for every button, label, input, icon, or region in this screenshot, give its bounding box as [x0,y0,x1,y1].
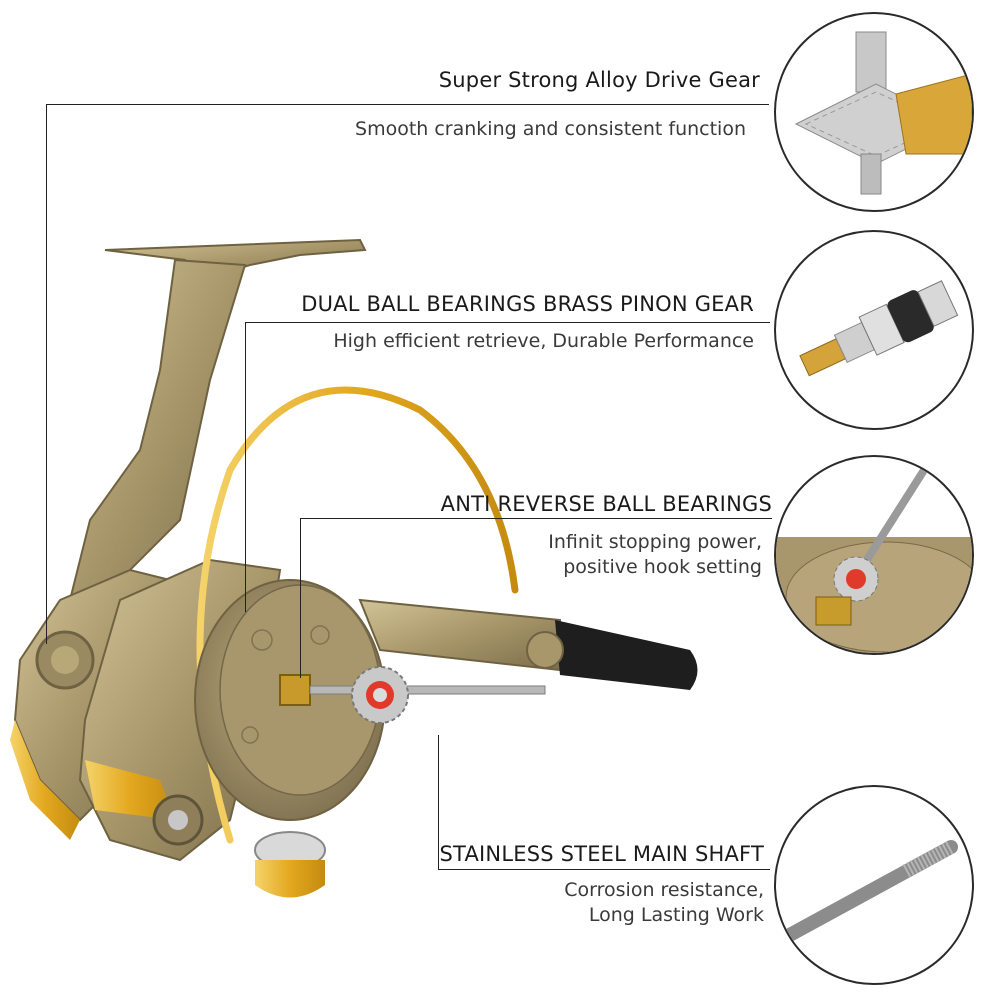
feature-desc-pinion-gear: High efficient retrieve, Durable Perform… [333,329,754,354]
connector-line-2-horizontal [245,322,770,323]
feature-desc-anti-reverse: Infinit stopping power, positive hook se… [548,530,762,580]
feature-desc-main-shaft: Corrosion resistance, Long Lasting Work [564,878,764,928]
connector-line-1-vertical [46,104,47,644]
anti-reverse-detail-image [774,455,974,655]
feature-desc-drive-gear: Smooth cranking and consistent function [355,117,746,142]
desc-line: Smooth cranking and consistent function [355,118,746,140]
feature-title-main-shaft: STAINLESS STEEL MAIN SHAFT [439,842,764,866]
desc-line: High efficient retrieve, Durable Perform… [333,330,754,352]
feature-title-pinion-gear: DUAL BALL BEARINGS BRASS PINON GEAR [301,292,754,316]
connector-line-3-vertical [300,518,301,678]
feature-title-drive-gear: Super Strong Alloy Drive Gear [438,68,760,92]
desc-line: Corrosion resistance, [564,879,764,901]
desc-line: Long Lasting Work [588,904,764,926]
feature-title-anti-reverse: ANTI REVERSE BALL BEARINGS [440,492,772,516]
connector-line-4-horizontal [438,869,770,870]
connector-line-1-horizontal [46,104,769,105]
desc-line: positive hook setting [563,556,762,578]
desc-line: Infinit stopping power, [548,531,762,553]
drive-gear-detail-image [774,12,974,212]
pinion-gear-detail-image [774,230,974,430]
connector-line-3-horizontal [300,518,772,519]
main-shaft-detail-image [774,785,974,985]
fishing-reel-image [0,220,720,920]
connector-line-2-vertical [245,322,246,612]
connector-line-4-vertical [438,735,439,870]
